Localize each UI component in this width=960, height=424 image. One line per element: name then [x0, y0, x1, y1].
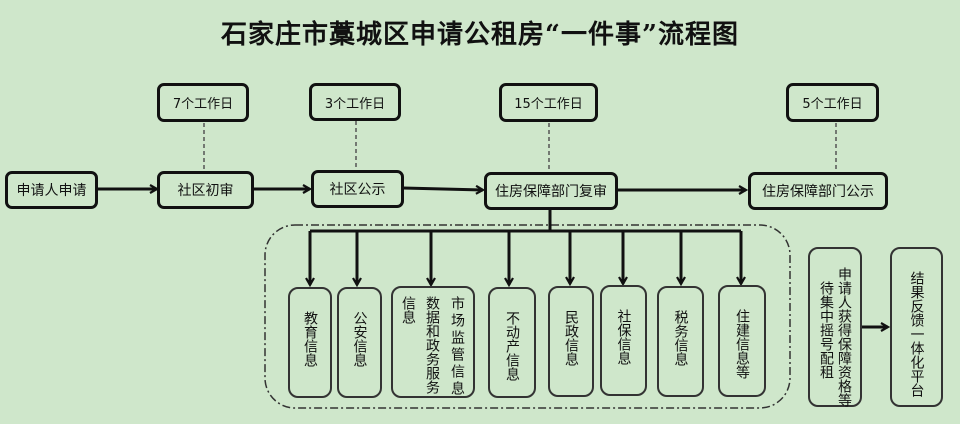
final-label: 结果反馈一体化平台	[908, 271, 925, 397]
duration-label: 3个工作日	[324, 96, 386, 112]
info-label: 教育信息	[302, 311, 318, 367]
info-group-container	[264, 224, 791, 409]
info-label: 公安信息	[351, 311, 368, 367]
info-label: 社保信息	[615, 309, 632, 365]
step-apply: 申请人申请	[5, 171, 98, 209]
step-result-feedback: 结果反馈一体化平台	[890, 247, 943, 407]
arrow-publicity-to-housing-review	[402, 188, 483, 190]
info-label: 税务信息	[672, 310, 689, 366]
final-label-col2: 待集中摇号配租	[818, 281, 834, 379]
step-housing-publicity: 住房保障部门公示	[748, 172, 888, 210]
duration-box-7: 7个工作日	[157, 83, 249, 122]
duration-label: 7个工作日	[172, 97, 234, 112]
step-community-publicity: 社区公示	[311, 170, 404, 208]
step-label: 社区公示	[329, 182, 386, 198]
step-label: 住房保障部门复审	[495, 184, 607, 200]
info-box-civil-affairs: 民政信息	[548, 286, 594, 397]
info-label: 不动产信息	[504, 311, 520, 381]
info-label-col2: 数据和政务服务	[424, 296, 440, 394]
info-box-tax: 税务信息	[657, 286, 704, 397]
duration-label: 5个工作日	[802, 97, 863, 112]
info-box-housing-construction: 住建信息等	[718, 285, 766, 397]
info-label-col3: 信息	[400, 296, 416, 324]
info-label-col1: 市场监管信息	[449, 296, 465, 398]
final-label-col1: 申请人获得保障资格等	[836, 267, 852, 407]
diagram-title: 石家庄市藁城区申请公租房“一件事”流程图	[221, 20, 739, 50]
step-label: 申请人申请	[16, 183, 87, 199]
info-box-social-security: 社保信息	[600, 285, 647, 396]
info-box-property: 不动产信息	[488, 287, 536, 398]
info-box-education: 教育信息	[288, 287, 332, 398]
duration-label: 15个工作日	[514, 97, 583, 112]
step-qualification-lottery: 申请人获得保障资格等 待集中摇号配租	[808, 247, 862, 407]
duration-box-3: 3个工作日	[309, 83, 401, 121]
info-box-police: 公安信息	[337, 287, 382, 398]
step-label: 社区初审	[177, 183, 234, 199]
duration-box-5: 5个工作日	[786, 83, 879, 122]
step-label: 住房保障部门公示	[762, 184, 874, 200]
info-label: 住建信息等	[734, 309, 750, 379]
duration-box-15: 15个工作日	[499, 83, 598, 122]
info-label: 民政信息	[563, 310, 579, 366]
step-housing-review: 住房保障部门复审	[484, 172, 618, 210]
info-box-market-supervision: 市场监管信息 数据和政务服务 信息	[391, 286, 475, 398]
step-community-review: 社区初审	[157, 171, 254, 209]
